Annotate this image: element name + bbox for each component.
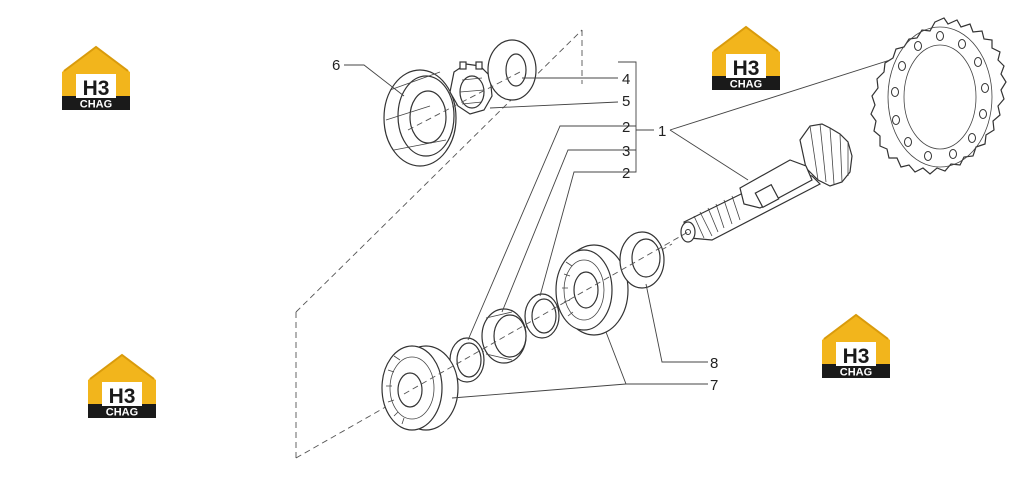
spacer-ring-part-3 [481, 308, 527, 364]
spacer-ring-part-2 [449, 337, 485, 383]
washer-part-8 [619, 231, 665, 289]
pinion-shaft [680, 123, 853, 243]
logo-word-text: CHAG [80, 99, 112, 111]
brand-logo: H3 CHAG [711, 25, 781, 91]
logo-mark-text: H3 [843, 345, 870, 368]
brand-logo: H3 CHAG [87, 353, 157, 419]
leader-lines [344, 59, 891, 399]
callout-8: 8 [710, 355, 718, 372]
axis-centerline [403, 231, 689, 395]
logo-word-text: CHAG [840, 367, 872, 379]
logo-mark-text: H3 [109, 385, 136, 408]
bearing-part-7 [555, 244, 629, 336]
bearing-part-7 [381, 345, 459, 431]
nut-part-5 [449, 61, 493, 115]
brand-logo: H3 CHAG [61, 45, 131, 111]
ring-gear [870, 17, 1007, 175]
logo-word-text: CHAG [730, 79, 762, 91]
callout-1: 1 [658, 123, 666, 140]
callout-2: 2 [622, 165, 630, 182]
callout-2: 2 [622, 119, 630, 136]
logo-word-text: CHAG [106, 407, 138, 419]
logo-mark-text: H3 [733, 57, 760, 80]
washer-part-4 [487, 39, 537, 101]
axis-centerline [407, 71, 521, 131]
callout-6: 6 [332, 57, 340, 74]
callout-5: 5 [622, 93, 630, 110]
callout-3: 3 [622, 143, 630, 160]
logo-mark-text: H3 [83, 77, 110, 100]
flange-part-6 [383, 69, 457, 167]
spacer-ring-part-2 [524, 293, 560, 339]
callout-4: 4 [622, 71, 630, 88]
brand-logo: H3 CHAG [821, 313, 891, 379]
callout-7: 7 [710, 377, 718, 394]
